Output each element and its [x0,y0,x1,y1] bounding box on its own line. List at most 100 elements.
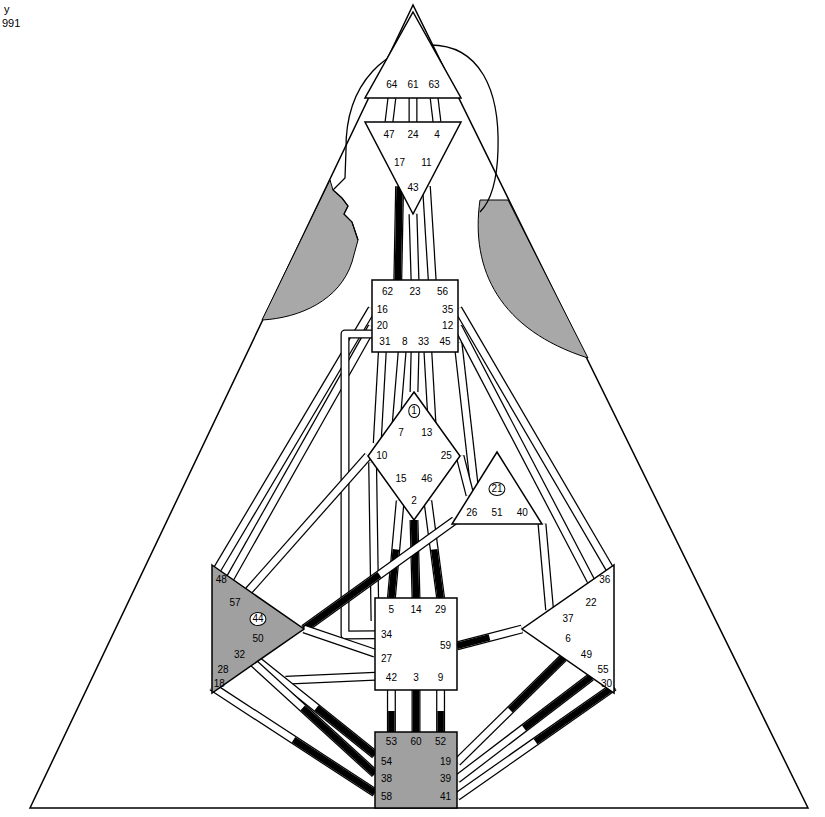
channel-inner [391,501,400,598]
center-shape [452,452,542,524]
gate-number: 19 [440,757,451,767]
gate-number: 21 [488,482,505,496]
channel-inner [230,327,372,578]
channel [416,690,417,732]
gate-number: 40 [517,508,528,518]
gate-number: 24 [407,130,418,140]
root-center: 536052543858193941 [375,732,457,808]
channel-inner [428,501,441,598]
channel-inner [460,456,470,495]
gate-number: 53 [386,737,397,747]
gate-number: 41 [440,792,451,802]
gate-number: 4 [434,130,440,140]
channel-fill [414,520,416,598]
gate-number: 58 [381,792,392,802]
channel-fill [304,575,379,629]
gate-number: 13 [421,428,432,438]
channel [389,98,392,122]
channel-outline [457,629,522,646]
channel-inner [398,186,400,280]
channel-inner [457,677,591,779]
channel-outline [304,629,375,653]
channel-inner [413,690,420,732]
channel [434,98,437,122]
corner-note: 991 [2,17,20,29]
sacral-center: 514293427594239 [375,598,457,690]
channel-outline [398,186,400,280]
center-shape [522,565,614,693]
channel-inner [542,524,550,610]
gate-number: 17 [394,158,405,168]
gate-number: 30 [601,679,612,689]
channel-inner [373,462,375,621]
gate-number: 37 [562,614,573,624]
gate-number: 2 [411,496,417,506]
channel-outline [230,327,372,578]
gate-number: 11 [421,158,431,168]
channel [458,309,609,568]
channel-outline [414,520,416,598]
outer-triangle [30,5,808,808]
channel [440,690,441,732]
channel [286,676,375,680]
channel-outline [286,676,375,680]
gate-number: 12 [442,321,453,331]
gate-number: 60 [410,737,421,747]
channel-fill [524,677,591,728]
corner-note: y [4,3,10,15]
gate-number: 16 [377,305,388,315]
channel-fill [437,711,444,732]
gate-number: 23 [409,287,420,297]
channel-outline [412,690,421,732]
gate-number: 57 [229,598,240,608]
channel-outline [458,327,591,581]
gate-number: 18 [214,679,225,689]
channel-inner [458,327,591,581]
channel-outline [387,690,396,732]
channel-inner [457,629,522,646]
channel [414,352,415,392]
channel-inner [437,690,444,732]
channel-inner [410,98,417,122]
channel-fill [536,687,615,742]
gate-number: 27 [381,654,392,664]
channel-inner [258,661,375,755]
gate-number: 44 [249,612,266,626]
center-shape [212,565,304,693]
gate-number: 5 [389,605,395,615]
channel-outline [414,352,415,392]
channel [391,690,392,732]
channel-outline [391,501,400,598]
channel [457,677,591,779]
gate-number: 29 [435,605,446,615]
channel [413,214,415,280]
gate-number: 25 [441,451,452,461]
channel-fill [398,186,400,280]
channel-inner [249,456,368,591]
gate-number: 15 [396,474,407,484]
ajna-center: 47244171143 [365,122,461,214]
gate-number: 50 [252,634,263,644]
gate-number: 51 [491,508,502,518]
channel-outline [249,456,368,591]
channel-inner [377,352,382,443]
channel [458,327,591,581]
channel [460,456,470,495]
channel-fill [434,549,440,598]
channel-inner [414,520,416,598]
channel [377,352,382,443]
channel-fill [457,637,490,645]
gate-number: 62 [382,287,393,297]
gate-number: 54 [381,757,392,767]
channel [457,629,522,646]
channel-outline [373,462,375,621]
gate-number: 56 [437,287,448,297]
gate-number: 48 [216,575,227,585]
channel-outline [258,661,375,755]
gate-number: 46 [421,474,432,484]
gate-number: 32 [234,650,245,660]
g-center: 1713102515462 [368,392,460,520]
channel-inner [389,98,392,122]
channel-inner [304,629,375,653]
channel [457,687,614,797]
